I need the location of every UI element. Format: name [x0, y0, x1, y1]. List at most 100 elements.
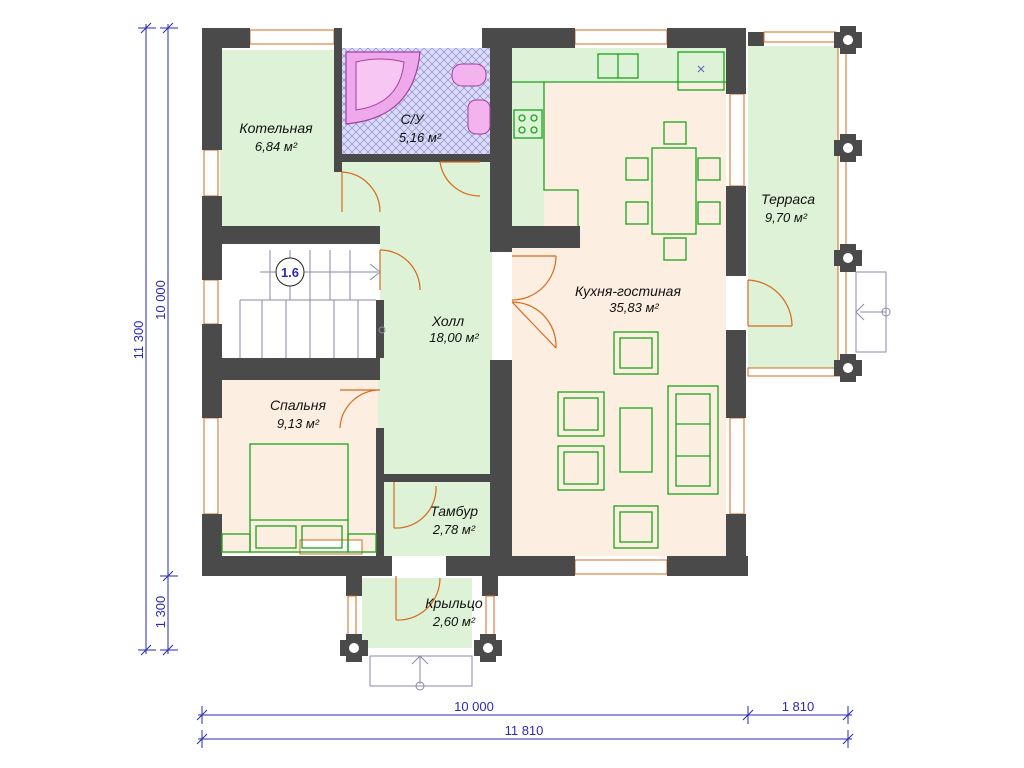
room-area: 18,00 м²: [429, 330, 479, 345]
door-entry: [395, 576, 441, 621]
floor-tambur: [384, 474, 494, 556]
wall: [376, 474, 494, 482]
room-name: Тамбур: [430, 503, 478, 519]
chair-icon: [625, 201, 649, 225]
wall: [202, 556, 392, 576]
dim-left-main: 10 000: [153, 280, 168, 320]
wall: [490, 360, 512, 576]
dim-bottom-main: 10 000: [454, 699, 494, 714]
window: [249, 29, 335, 45]
wall: [726, 186, 746, 276]
chair-icon: [697, 201, 721, 225]
room-area: 9,70 м²: [765, 210, 808, 225]
dim-bottom-total: 11 810: [505, 723, 544, 738]
column: [834, 244, 862, 272]
door-kuhnya-left: [511, 255, 557, 301]
stove-icon: [513, 109, 543, 139]
room-labels: Котельная 6,84 м² С/У 5,16 м² Терраса 9,…: [239, 111, 815, 629]
window: [203, 279, 219, 325]
wall: [726, 330, 746, 418]
dimensions: 10 000 1 810 11 810 11 300 10 000 1 300: [131, 22, 854, 748]
wall: [346, 576, 362, 596]
wall: [376, 428, 384, 474]
wall: [220, 358, 380, 380]
door-spalnya: [339, 389, 381, 429]
column: [340, 634, 368, 662]
room-name: Спальня: [270, 397, 326, 413]
window: [729, 417, 745, 515]
wall: [482, 576, 498, 596]
wall: [342, 154, 490, 162]
room-area: 9,13 м²: [277, 416, 320, 431]
door-su: [439, 161, 481, 197]
room-area: 5,16 м²: [399, 130, 442, 145]
bed-icon: [249, 443, 349, 553]
wall: [726, 28, 746, 94]
wall: [494, 474, 512, 482]
floor-kuhnya-green: [512, 48, 726, 82]
room-name: Котельная: [239, 120, 313, 136]
dim-bottom-terrace: 1 810: [782, 699, 815, 714]
room-area: 2,78 м²: [432, 522, 476, 537]
door-tambur: [393, 482, 437, 529]
wall: [748, 32, 764, 46]
window: [574, 29, 668, 45]
armchair-icon: [613, 505, 659, 549]
wall: [512, 226, 580, 248]
chair-icon: [625, 157, 649, 181]
wall: [726, 514, 746, 576]
door-kotelnaya: [341, 171, 381, 213]
entry-steps: [369, 271, 891, 691]
room-name: С/У: [401, 111, 426, 127]
door-kuhnya-right: [511, 301, 557, 349]
stair-marker: 1.6: [275, 257, 305, 287]
wall: [490, 28, 512, 252]
window: [203, 417, 219, 515]
dining-table: [651, 147, 697, 235]
floor-terrasa: [748, 46, 838, 368]
wall: [334, 48, 342, 172]
wall: [334, 28, 342, 48]
sofa-icon: [667, 385, 719, 495]
column: [834, 134, 862, 162]
wall: [220, 226, 380, 244]
room-name: Крыльцо: [425, 595, 483, 611]
wall: [376, 300, 384, 358]
room-name: Кухня-гостиная: [575, 283, 681, 299]
doors: [339, 161, 793, 621]
dim-left-total: 11 300: [131, 321, 146, 360]
room-name: Терраса: [761, 191, 815, 207]
floor-spalnya: [220, 378, 378, 554]
column: [834, 354, 862, 382]
dim-left-porch: 1 300: [153, 596, 168, 629]
room-area: 6,84 м²: [255, 139, 298, 154]
floor-stairs: [220, 244, 380, 358]
kitchen-counter: [543, 82, 579, 226]
floor-kuhnya-green-side: [512, 48, 544, 226]
wall: [202, 196, 222, 280]
armchair-icon: [557, 445, 605, 491]
column: [474, 634, 502, 662]
column: [834, 26, 862, 54]
fridge-icon: [677, 51, 725, 91]
floor-kuhnya: [512, 48, 726, 556]
floor-krylco: [362, 578, 472, 648]
wall: [376, 482, 384, 556]
toilet-icon: [451, 63, 487, 87]
armchair-icon: [557, 391, 605, 437]
window: [299, 539, 363, 555]
chair-icon: [663, 121, 687, 145]
walls: [202, 28, 764, 596]
chair-icon: [663, 237, 687, 261]
furniture: [221, 51, 726, 553]
columns: [340, 26, 862, 662]
window: [203, 149, 219, 197]
wall: [202, 28, 222, 150]
floor-kotelnaya: [220, 50, 336, 226]
room-area: 2,60 м²: [432, 614, 476, 629]
coffee-table: [619, 407, 653, 473]
wall: [202, 324, 222, 418]
room-name: Холл: [431, 313, 464, 329]
door-stairs: [379, 249, 421, 291]
window: [574, 559, 668, 575]
